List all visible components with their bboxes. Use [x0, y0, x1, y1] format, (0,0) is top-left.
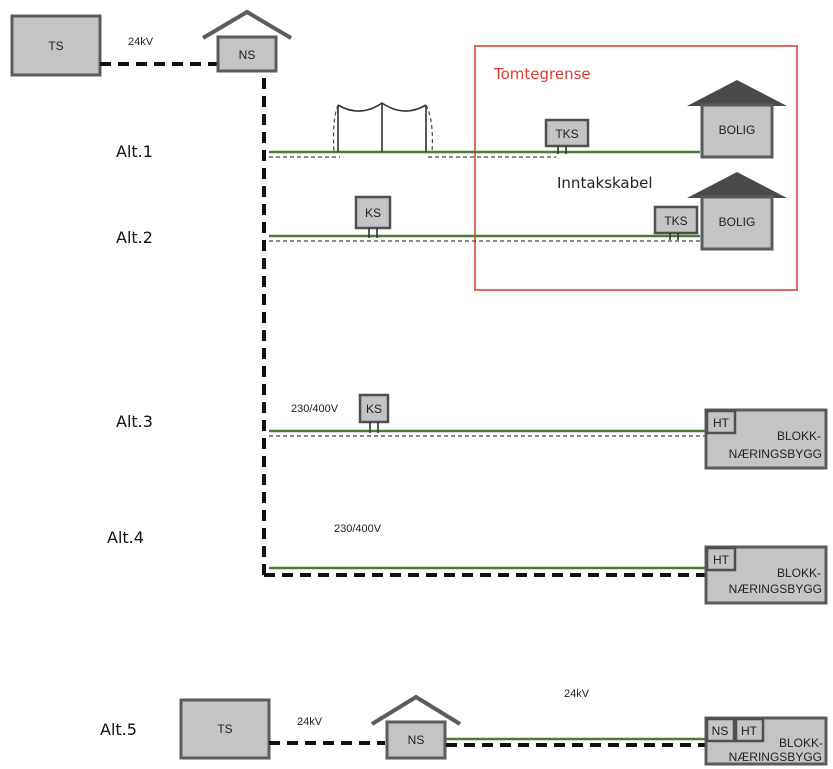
inntakskabel-label: Inntakskabel: [557, 174, 653, 192]
ns-label-top: NS: [239, 48, 256, 62]
alt1-overhead-line: [332, 102, 433, 153]
alt2-tks-box: [653, 205, 699, 235]
alt3-ks-box: [358, 393, 390, 424]
alt4-voltage-label: 230/400V: [334, 523, 382, 535]
alt3-voltage-label: 230/400V: [291, 403, 339, 415]
ns-house-top: [201, 9, 293, 73]
alt2-bolig-label: BOLIG: [719, 215, 756, 229]
alt4-building-line1: BLOKK-: [777, 566, 821, 580]
alt3-building-line1: BLOKK-: [777, 429, 821, 443]
voltage-label-24kv-top: 24kV: [128, 36, 154, 48]
property-boundary-label: Tomtegrense: [493, 65, 591, 83]
ts-substation-top: [10, 14, 102, 77]
alt4-ht-box: [705, 546, 737, 572]
alt3-ht-label: HT: [713, 416, 730, 430]
property-boundary: [474, 45, 798, 291]
alt3-ht-box: [705, 409, 737, 435]
ns-label-alt5: NS: [408, 733, 425, 747]
ts-label-alt5: TS: [217, 722, 232, 736]
alt5-ht-label: HT: [741, 724, 758, 738]
ns-house-alt5: [370, 694, 462, 760]
alt2-tks-label: TKS: [664, 214, 687, 228]
alt2-label: Alt.2: [116, 228, 153, 247]
alt2-bolig-house: [687, 172, 787, 251]
alt1-tks-box: [544, 118, 590, 148]
alt3-ks-label: KS: [366, 402, 382, 416]
alt5-building-line1: BLOKK-: [779, 736, 823, 750]
alt5-ht-box: [734, 717, 765, 743]
alt4-building-line2: NÆRINGSBYGG: [729, 582, 822, 596]
alt5-ns-box: [705, 717, 736, 743]
alt3-label: Alt.3: [116, 412, 153, 431]
alt5-voltage-label-left: 24kV: [297, 716, 323, 728]
alt5-voltage-label-right: 24kV: [564, 688, 590, 700]
alt1-bolig-house: [687, 80, 787, 159]
alt3-building-line2: NÆRINGSBYGG: [729, 447, 822, 461]
alt2-ks-label: KS: [365, 206, 381, 220]
ts-label-top: TS: [48, 39, 63, 53]
alt2-ks-box: [354, 195, 392, 230]
alt5-ns-label: NS: [712, 724, 729, 738]
alt5-building-line2: NÆRINGSBYGG: [729, 750, 822, 764]
alt4-ht-label: HT: [713, 553, 730, 567]
alt1-tks-label: TKS: [555, 127, 578, 141]
alt1-label: Alt.1: [116, 142, 153, 161]
alt1-bolig-label: BOLIG: [719, 123, 756, 137]
alt4-label: Alt.4: [107, 528, 144, 547]
ts-substation-alt5: [179, 698, 271, 760]
alt5-label: Alt.5: [100, 720, 137, 739]
